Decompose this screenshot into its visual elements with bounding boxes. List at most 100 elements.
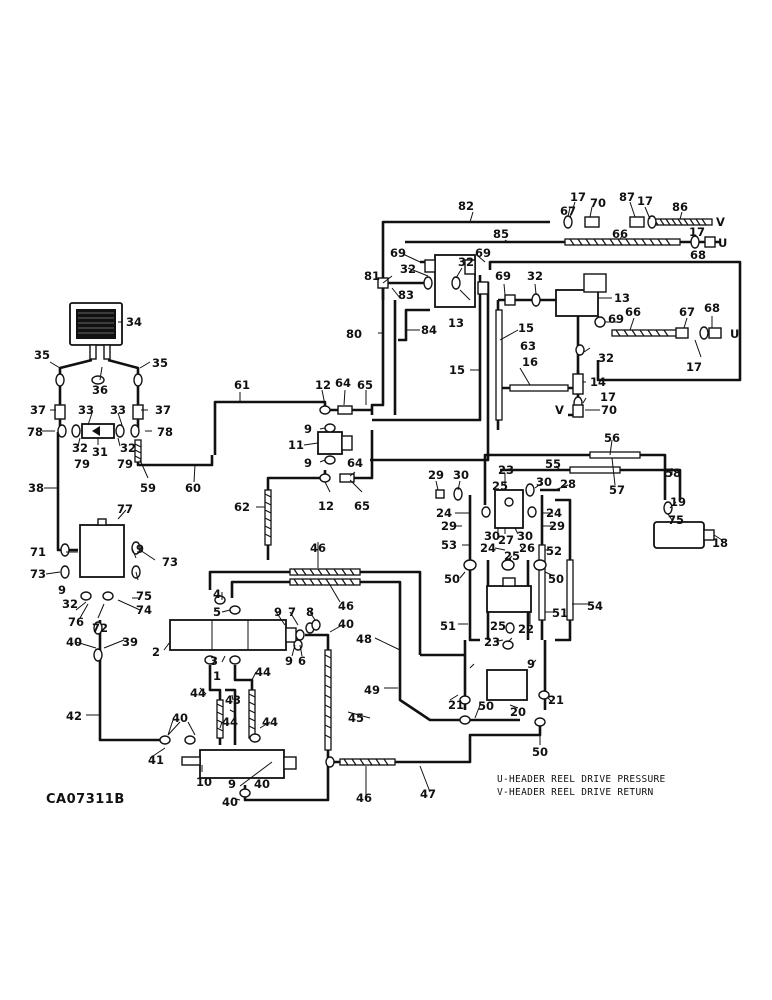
line-82 bbox=[381, 220, 550, 300]
components bbox=[69, 254, 715, 787]
callout-25: 25 bbox=[504, 549, 520, 563]
hose-46-top bbox=[289, 568, 361, 576]
marker-v-top: V bbox=[716, 215, 725, 229]
callout-42: 42 bbox=[66, 709, 82, 723]
callout-68: 68 bbox=[704, 301, 720, 315]
callout-51: 51 bbox=[552, 606, 568, 620]
callout-64: 64 bbox=[335, 376, 351, 390]
callout-17: 17 bbox=[637, 194, 653, 208]
callout-7: 7 bbox=[288, 605, 296, 619]
callout-49: 49 bbox=[364, 683, 380, 697]
drawing-code: CA07311B bbox=[46, 792, 125, 807]
callout-10: 10 bbox=[196, 775, 212, 789]
callout-82: 82 bbox=[458, 199, 474, 213]
callout-38: 38 bbox=[28, 481, 44, 495]
callout-37: 37 bbox=[155, 403, 171, 417]
callout-32: 32 bbox=[72, 441, 88, 455]
callout-32: 32 bbox=[527, 269, 543, 283]
callout-69: 69 bbox=[608, 312, 624, 326]
callout-79: 79 bbox=[117, 457, 133, 471]
callout-51: 51 bbox=[440, 619, 456, 633]
callout-5: 5 bbox=[213, 605, 221, 619]
callout-21: 21 bbox=[548, 693, 564, 707]
callout-9: 9 bbox=[228, 777, 236, 791]
callout-32: 32 bbox=[62, 597, 78, 611]
callout-1: 1 bbox=[213, 669, 221, 683]
callout-15: 15 bbox=[518, 321, 534, 335]
line-53 bbox=[468, 495, 480, 642]
callout-32: 32 bbox=[598, 351, 614, 365]
callout-30: 30 bbox=[453, 468, 469, 482]
hoses bbox=[134, 218, 713, 766]
callout-17: 17 bbox=[686, 360, 702, 374]
hose-54 bbox=[566, 559, 574, 621]
callout-66: 66 bbox=[625, 305, 641, 319]
cylinder-2-icon bbox=[169, 619, 297, 651]
motor-22-icon bbox=[486, 577, 532, 613]
callout-11: 11 bbox=[288, 438, 304, 452]
callout-50: 50 bbox=[478, 699, 494, 713]
callout-37: 37 bbox=[30, 403, 46, 417]
line-42 bbox=[98, 690, 160, 742]
callout-67: 67 bbox=[560, 204, 576, 218]
hose-46-bottom bbox=[339, 758, 396, 766]
callout-70: 70 bbox=[601, 403, 617, 417]
callout-47: 47 bbox=[420, 787, 436, 801]
callout-17: 17 bbox=[570, 190, 586, 204]
callout-71: 71 bbox=[30, 545, 46, 559]
hose-15 bbox=[495, 309, 503, 421]
motor-20-icon bbox=[486, 669, 528, 701]
callout-62: 62 bbox=[234, 500, 250, 514]
callout-68: 68 bbox=[690, 248, 706, 262]
callout-12: 12 bbox=[318, 499, 334, 513]
callout-40: 40 bbox=[172, 711, 188, 725]
callout-32: 32 bbox=[400, 262, 416, 276]
callout-31: 31 bbox=[92, 445, 108, 459]
callout-78: 78 bbox=[27, 425, 43, 439]
callout-40: 40 bbox=[66, 635, 82, 649]
callout-46: 46 bbox=[356, 791, 372, 805]
callout-87: 87 bbox=[619, 190, 635, 204]
callout-66: 66 bbox=[612, 227, 628, 241]
callout-9: 9 bbox=[304, 422, 312, 436]
marker-v-mid: V bbox=[555, 403, 564, 417]
hose-52 bbox=[538, 544, 546, 621]
line-15 bbox=[370, 275, 490, 462]
callout-25: 25 bbox=[492, 479, 508, 493]
fitting-ovals bbox=[54, 215, 722, 798]
callout-45: 45 bbox=[348, 711, 364, 725]
callout-61: 61 bbox=[234, 378, 250, 392]
callout-75: 75 bbox=[668, 513, 684, 527]
callout-18: 18 bbox=[712, 536, 728, 550]
callout-56: 56 bbox=[604, 431, 620, 445]
callout-23: 23 bbox=[498, 463, 514, 477]
hose-62 bbox=[264, 489, 272, 546]
monitor-34-icon bbox=[69, 302, 123, 360]
hose-44-right bbox=[248, 689, 256, 739]
callout-44: 44 bbox=[255, 665, 271, 679]
callout-52: 52 bbox=[546, 544, 562, 558]
callout-2: 2 bbox=[152, 645, 160, 659]
line-80 bbox=[370, 283, 397, 415]
motor-11-icon bbox=[317, 431, 353, 455]
callout-78: 78 bbox=[157, 425, 173, 439]
callout-84: 84 bbox=[421, 323, 437, 337]
callout-29: 29 bbox=[441, 519, 457, 533]
hose-44-left bbox=[216, 699, 224, 739]
callout-50: 50 bbox=[444, 572, 460, 586]
callout-17: 17 bbox=[600, 390, 616, 404]
callout-60: 60 bbox=[185, 481, 201, 495]
callout-75: 75 bbox=[136, 589, 152, 603]
callout-6: 6 bbox=[298, 654, 306, 668]
line-49 bbox=[398, 655, 520, 722]
line-47 bbox=[330, 720, 542, 764]
callout-9: 9 bbox=[136, 542, 144, 556]
callout-16: 16 bbox=[522, 355, 538, 369]
callout-54: 54 bbox=[587, 599, 603, 613]
callout-34: 34 bbox=[126, 315, 142, 329]
callout-40: 40 bbox=[338, 617, 354, 631]
legend-line-u: U-HEADER REEL DRIVE PRESSURE bbox=[497, 774, 666, 785]
callout-35: 35 bbox=[152, 356, 168, 370]
callout-labels: 82 17 70 87 17 86 67 85 66 17 68 69 69 8… bbox=[27, 190, 728, 809]
